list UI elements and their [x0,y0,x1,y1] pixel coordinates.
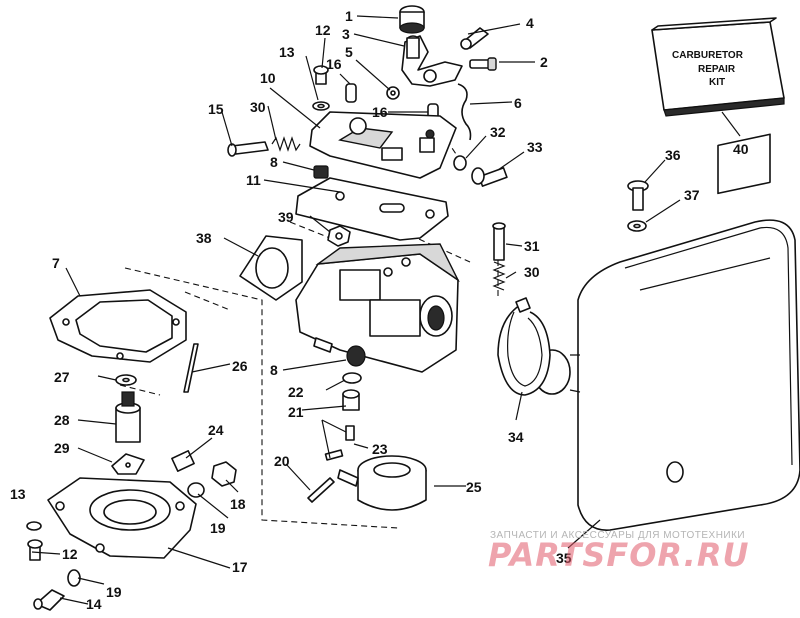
float-bowl [47,477,197,559]
callout-11: 11 [246,172,261,188]
callout-2: 2 [540,54,548,70]
screw-12-top [313,65,329,85]
screw-33 [471,167,508,187]
callout-labels: 1 2 3 4 5 6 7 8 8 10 11 12 12 13 13 14 1… [10,8,749,612]
gasket-29 [111,453,145,475]
watermark: ЗАПЧАСТИ И АКСЕССУАРЫ ДЛЯ МОТОТЕХНИКИ PA… [488,530,749,574]
lever-spring [457,83,472,141]
throttle-body-cover [309,111,457,179]
callout-39: 39 [278,209,294,225]
washer-32 [453,155,467,171]
callout-3: 3 [342,26,350,42]
kit-label-line2: REPAIR [698,64,736,75]
kit-label-line1: CARBURETOR [672,50,744,61]
watermark-caption: ЗАПЧАСТИ И АКСЕССУАРЫ ДЛЯ МОТОТЕХНИКИ [490,530,745,541]
callout-27: 27 [54,369,70,385]
needle-21 [345,425,355,441]
callout-22: 22 [288,384,304,400]
washer-19-side [187,482,205,498]
throttle-lever [401,35,463,87]
callout-37: 37 [684,187,700,203]
callout-13-bottom: 13 [10,486,26,502]
callout-8-bottom: 8 [270,362,278,378]
spring-30-right [492,261,506,291]
washer-27 [115,374,137,386]
callout-35: 35 [556,550,572,566]
callout-7: 7 [52,255,60,271]
screw-12-bottom [27,539,43,561]
callout-28: 28 [54,412,70,428]
nut-39 [327,225,351,247]
callout-16-a: 16 [326,56,342,72]
callout-1: 1 [345,8,353,24]
drain-plug-14 [33,589,65,611]
callout-18: 18 [230,496,246,512]
jet-plug-bottom [346,345,366,367]
callout-5: 5 [345,44,353,60]
callout-12-top: 12 [315,22,331,38]
main-jet-21 [342,389,360,411]
callout-29: 29 [54,440,70,456]
callout-30-upper: 30 [250,99,266,115]
repair-kit-box: CARBURETOR REPAIR KIT [651,17,785,117]
idle-mixture-screw [227,141,269,157]
lever-screw [469,57,497,71]
callout-19-bottom: 19 [106,584,122,600]
jet-plug-top [313,165,329,179]
callout-20: 20 [274,453,290,469]
callout-34: 34 [508,429,524,445]
callout-26: 26 [232,358,248,374]
gasket-11 [295,177,449,241]
screw-31 [492,222,506,261]
plug-18 [211,461,237,487]
float-bowl-gasket [49,289,187,363]
callout-14: 14 [86,596,102,612]
spring-30-upper [271,136,301,152]
leader-lines [31,15,741,605]
callout-15: 15 [208,101,224,117]
callout-38: 38 [196,230,212,246]
callout-17: 17 [232,559,248,575]
screw-36 [627,180,649,211]
callout-36: 36 [665,147,681,163]
callout-40: 40 [733,141,749,157]
carburetor-body [295,243,460,373]
callout-16-b: 16 [372,104,388,120]
callout-25: 25 [466,479,482,495]
washer-37 [627,220,647,232]
pin-20 [307,477,335,503]
callout-10: 10 [260,70,276,86]
washer-13-bottom [26,521,42,531]
callout-19-side: 19 [210,520,226,536]
callout-33: 33 [527,139,543,155]
callout-23: 23 [372,441,388,457]
flange-gasket [239,235,303,301]
callout-4: 4 [526,15,534,31]
washer-13-top [312,101,330,111]
callout-31: 31 [524,238,540,254]
washer-5 [386,86,400,100]
bushing-cap [399,5,425,34]
air-silencer [533,133,800,531]
retaining-clip [497,297,551,396]
watermark-brand: PARTSFOR.RU [488,536,749,574]
callout-21: 21 [288,404,304,420]
callout-8-top: 8 [270,154,278,170]
callout-12-bottom: 12 [62,546,78,562]
callout-32: 32 [490,124,506,140]
kit-label-line3: KIT [709,77,725,88]
callout-30-right: 30 [524,264,540,280]
dowel-16a [345,83,357,103]
float-pin [183,343,199,393]
callout-24: 24 [208,422,224,438]
callout-13-top: 13 [279,44,295,60]
washer-22 [342,372,362,384]
throttle-stop-screw [460,27,489,50]
callout-6: 6 [514,95,522,111]
float-25 [337,455,427,511]
needle-valve [115,391,141,443]
